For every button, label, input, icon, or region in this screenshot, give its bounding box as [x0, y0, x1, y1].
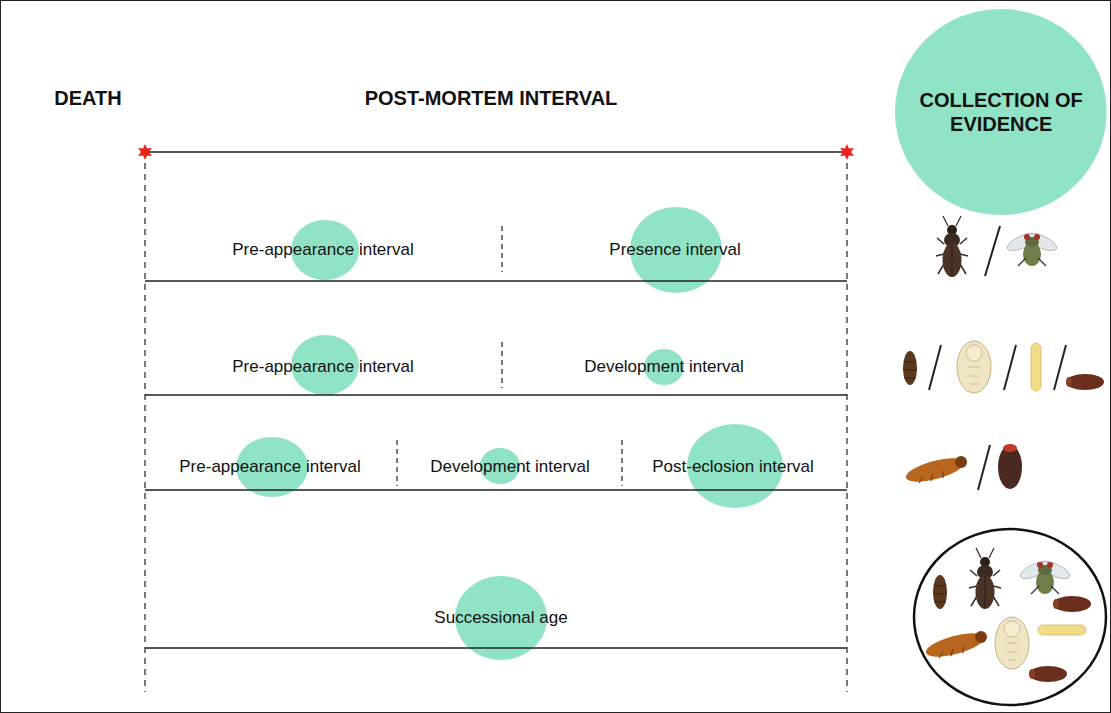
slash: [985, 226, 1000, 276]
beetle-icon: [936, 216, 968, 277]
interval-label: Pre-appearance interval: [232, 240, 413, 260]
red-stars: [138, 144, 854, 160]
fly-icon: [1005, 230, 1059, 266]
larva-icon: [904, 454, 967, 487]
interval-label: Successional age: [434, 608, 567, 628]
interval-label: Development interval: [584, 357, 744, 377]
slash: [1004, 345, 1016, 390]
highlight-blobs: [236, 207, 783, 660]
ellipse-fill: [895, 9, 1107, 215]
evidence-ellipse: [914, 529, 1106, 705]
fly-icon: [1018, 558, 1072, 594]
interval-label: Pre-appearance interval: [179, 457, 360, 477]
ellipse-outline: [895, 9, 1107, 215]
interval-label: Pre-appearance interval: [232, 357, 413, 377]
start-dashed-line: [144, 152, 145, 692]
end-dashed-line: [846, 152, 847, 692]
slash: [929, 345, 941, 390]
row1-icons: [936, 216, 1059, 277]
puparium-icon: [998, 444, 1022, 489]
interval-divider: [396, 440, 397, 486]
timeline-title: POST-MORTEM INTERVAL: [365, 86, 618, 110]
slash: [1054, 345, 1066, 390]
interval-label: Development interval: [430, 457, 590, 477]
timeline-lines: [145, 152, 847, 692]
interval-divider: [501, 342, 502, 388]
row-line: [145, 647, 847, 649]
interval-divider: [501, 226, 502, 272]
pupa-icon: [933, 575, 947, 609]
larva-icon: [1038, 625, 1086, 635]
row-line: [145, 394, 847, 396]
interval-divider: [621, 440, 622, 486]
puparium-icon: [1066, 374, 1104, 390]
pupa-icon: [957, 341, 991, 393]
larva-icon: [924, 629, 987, 662]
evidence-ellipse-node: COLLECTION OF EVIDENCE: [895, 9, 1107, 215]
pupa-icon: [995, 617, 1029, 669]
red-star: [138, 144, 152, 160]
puparium-icon: [1029, 666, 1067, 682]
row-line: [145, 489, 847, 491]
evidence-heading: COLLECTION OF EVIDENCE: [911, 88, 1091, 136]
row2-icons: [903, 341, 1104, 393]
row3-icons: [904, 444, 1022, 490]
row-line: [145, 280, 847, 282]
interval-label: Post-eclosion interval: [652, 457, 814, 477]
pupa-icon: [903, 351, 917, 385]
puparium-icon: [1053, 596, 1091, 612]
successional-icons: [914, 529, 1106, 705]
timeline-axis: [145, 151, 847, 153]
interval-label: Presence interval: [609, 240, 740, 260]
slash: [978, 445, 990, 490]
larva-icon: [1031, 343, 1041, 391]
red-star: [840, 144, 854, 160]
death-label: DEATH: [54, 86, 121, 110]
beetle-icon: [969, 548, 1001, 609]
